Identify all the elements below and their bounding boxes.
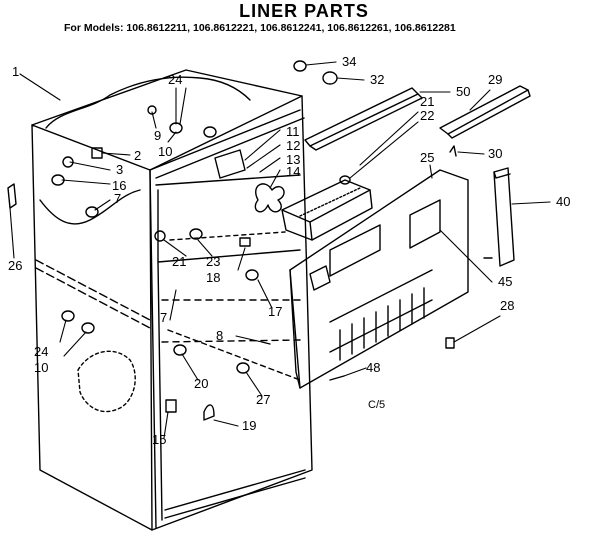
callout-7-mid: 7 xyxy=(160,310,167,325)
callout-30: 30 xyxy=(488,146,502,161)
callout-50: 50 xyxy=(456,84,470,99)
callout-32: 32 xyxy=(370,72,384,87)
callout-8: 8 xyxy=(216,328,223,343)
callout-34: 34 xyxy=(342,54,356,69)
callout-24-top: 24 xyxy=(168,72,182,87)
light-housing-22 xyxy=(281,179,373,241)
callout-20: 20 xyxy=(194,376,208,391)
callout-22: 22 xyxy=(420,108,434,123)
leader-lines xyxy=(9,61,551,439)
model-list: For Models: 106.8612211, 106.8612221, 10… xyxy=(64,22,456,34)
callout-29: 29 xyxy=(488,72,502,87)
callout-16: 16 xyxy=(112,178,126,193)
callout-1: 1 xyxy=(12,64,19,79)
diagram-title: LINER PARTS xyxy=(239,1,369,21)
callout-40: 40 xyxy=(556,194,570,209)
callout-19: 19 xyxy=(242,418,256,433)
top-rail-50 xyxy=(304,87,423,151)
callout-23: 23 xyxy=(206,254,220,269)
callout-10-bottom: 10 xyxy=(34,360,48,375)
callout-15: 15 xyxy=(152,432,166,447)
callout-9: 9 xyxy=(154,128,161,143)
callout-3: 3 xyxy=(116,162,123,177)
callout-21-mid: 21 xyxy=(172,254,186,269)
rear-panel-25 xyxy=(289,169,469,389)
callout-26: 26 xyxy=(8,258,22,273)
callout-12: 12 xyxy=(286,138,300,153)
callout-labels: 1 2 3 16 7 24 9 10 11 12 13 14 21 22 50 … xyxy=(8,54,570,447)
callout-18: 18 xyxy=(206,270,220,285)
callout-28: 28 xyxy=(500,298,514,313)
callout-13: 13 xyxy=(286,152,300,167)
footnote-code: C/5 xyxy=(368,399,385,411)
callout-27: 27 xyxy=(256,392,270,407)
rail-29 xyxy=(439,85,531,139)
callout-48: 48 xyxy=(366,360,380,375)
callout-14: 14 xyxy=(286,164,300,179)
callout-45: 45 xyxy=(498,274,512,289)
callout-21-top: 21 xyxy=(420,94,434,109)
callout-11: 11 xyxy=(286,124,300,139)
part-40 xyxy=(493,167,515,267)
callout-17: 17 xyxy=(268,304,282,319)
callout-25: 25 xyxy=(420,150,434,165)
callout-7-top: 7 xyxy=(114,191,121,206)
callout-10-top: 10 xyxy=(158,144,172,159)
callout-24-bottom: 24 xyxy=(34,344,48,359)
fan-assembly xyxy=(214,149,285,213)
callout-2: 2 xyxy=(134,148,141,163)
